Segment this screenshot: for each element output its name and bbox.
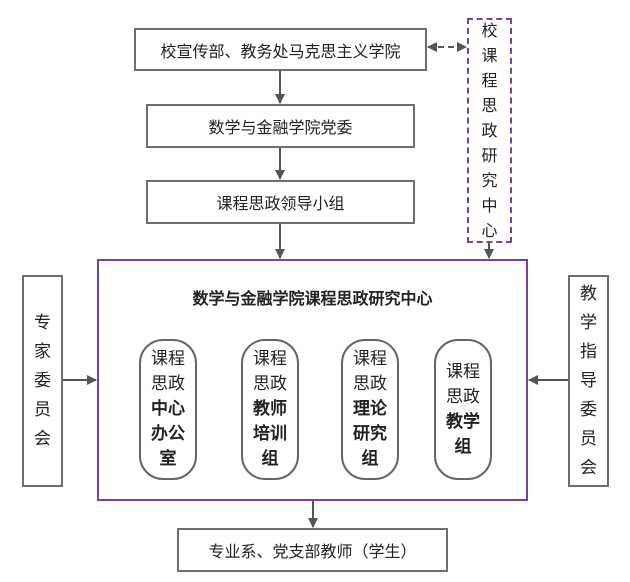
- college-research-center-box: 数学与金融学院课程思政研究中心 课程思政 中心办公室 课程思政 教师培训组 课程…: [97, 259, 528, 501]
- unit-teacher-training: 课程思政 教师培训组: [241, 339, 299, 480]
- propaganda-dept-label: 校宣传部、教务处马克思主义学院: [160, 41, 401, 61]
- school-research-center-label: 校课程思政研究中心: [481, 21, 498, 240]
- college-research-center-title: 数学与金融学院课程思政研究中心: [192, 289, 433, 308]
- unit-center-office: 课程思政 中心办公室: [139, 339, 197, 480]
- bottom-teachers-label: 专业系、党支部教师（学生）: [208, 542, 417, 561]
- unit-name: 教师培训组: [253, 399, 287, 469]
- unit-name: 中心办公室: [151, 399, 185, 469]
- school-research-center-box: 校课程思政研究中心: [467, 18, 512, 243]
- unit-name: 教学组: [446, 411, 480, 457]
- teaching-committee-label: 教学指导委员会: [580, 283, 597, 478]
- teaching-committee-box: 教学指导委员会: [568, 275, 609, 487]
- bottom-teachers-box: 专业系、党支部教师（学生）: [177, 528, 448, 572]
- leading-group-box: 课程思政领导小组: [146, 180, 415, 224]
- leading-group-label: 课程思政领导小组: [216, 194, 345, 213]
- expert-committee-label: 专家委员会: [34, 312, 51, 449]
- expert-committee-box: 专家委员会: [22, 275, 63, 487]
- unit-prefix: 课程思政: [446, 361, 480, 407]
- party-committee-box: 数学与金融学院党委: [146, 104, 415, 148]
- unit-name: 理论研究组: [353, 399, 387, 469]
- unit-prefix: 课程思政: [151, 349, 185, 394]
- unit-theory-research: 课程思政 理论研究组: [341, 339, 399, 480]
- propaganda-dept-box: 校宣传部、教务处马克思主义学院: [134, 28, 427, 71]
- unit-prefix: 课程思政: [253, 349, 287, 394]
- unit-teaching-group: 课程思政 教学组: [434, 339, 492, 480]
- unit-prefix: 课程思政: [353, 349, 387, 394]
- party-committee-label: 数学与金融学院党委: [208, 118, 353, 137]
